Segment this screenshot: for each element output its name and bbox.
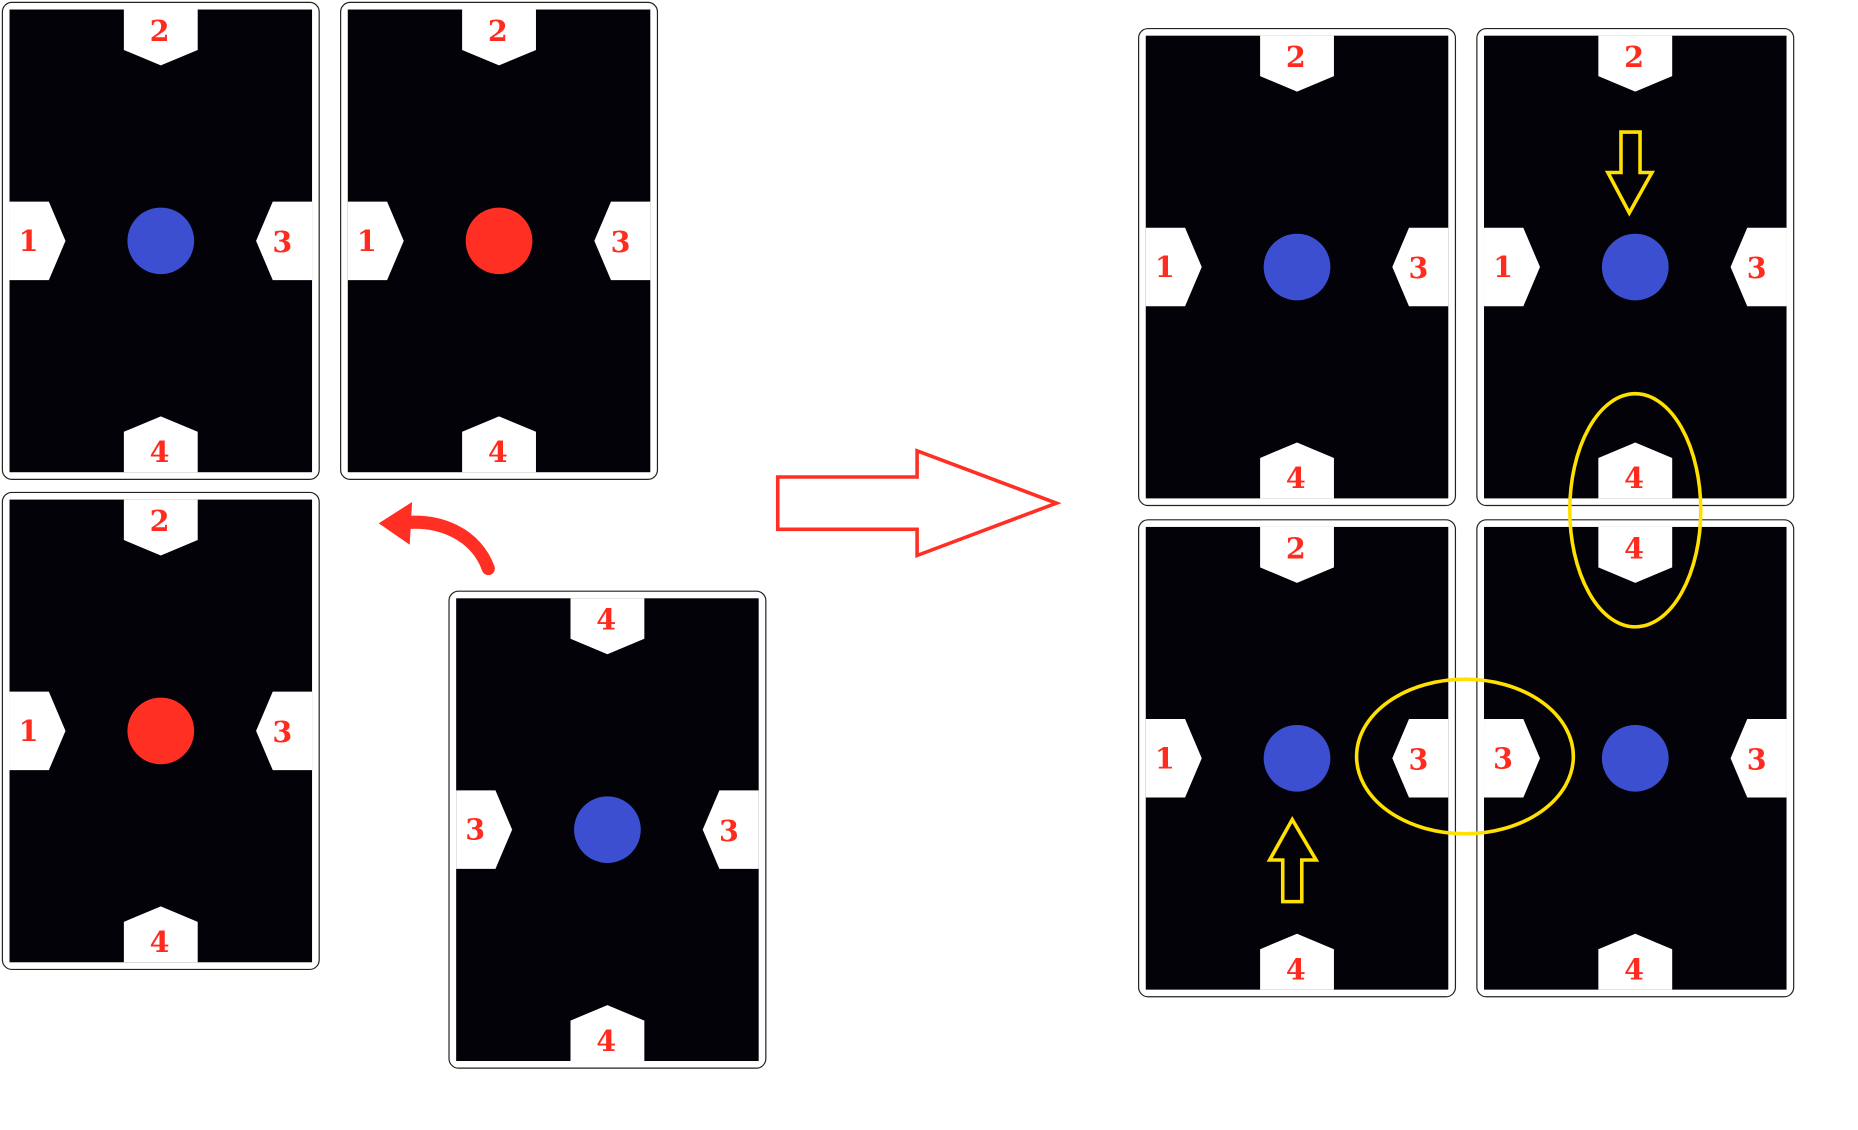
edge-label-top: 2 [488, 14, 508, 48]
notch-bottom [1260, 442, 1334, 499]
edge-label-right: 3 [719, 814, 739, 848]
blue-dot [127, 207, 195, 275]
blue-dot [574, 796, 641, 863]
notch-top [1598, 35, 1673, 92]
down-arrow-highlight [1604, 130, 1655, 217]
tile-R2: 2 1 3 4 [1476, 27, 1795, 507]
edge-label-right: 3 [272, 715, 292, 749]
tile-R1: 2 1 3 4 [1138, 27, 1457, 507]
notch-right [1730, 719, 1787, 798]
edge-label-top: 4 [1624, 531, 1644, 565]
edge-label-left: 1 [357, 224, 377, 258]
notch-right [256, 691, 313, 771]
edge-label-bottom: 4 [1286, 461, 1306, 495]
notch-right [594, 201, 651, 281]
notch-top [462, 9, 536, 66]
blue-dot [1601, 233, 1669, 301]
tile-C: 2 1 3 4 [1, 491, 320, 971]
notch-left [1145, 719, 1202, 798]
up-arrow-highlight [1266, 815, 1320, 904]
edge-label-left: 3 [465, 813, 485, 847]
edge-label-bottom: 4 [1624, 461, 1644, 495]
edge-label-bottom: 4 [596, 1024, 616, 1058]
notch-bottom [1260, 933, 1334, 990]
edge-label-top: 2 [150, 14, 170, 48]
edge-label-left: 1 [1493, 250, 1513, 284]
notch-top [1260, 526, 1334, 583]
edge-label-left: 1 [19, 714, 39, 748]
edge-label-right: 3 [1747, 251, 1767, 285]
curved-move-arrowhead [378, 501, 413, 545]
notch-right [1730, 227, 1787, 307]
tile-B: 2 1 3 4 [340, 1, 659, 480]
notch-left [1484, 719, 1540, 798]
notch-bottom [570, 1005, 645, 1062]
edge-label-bottom: 4 [1286, 952, 1306, 986]
blue-dot [1263, 233, 1331, 301]
notch-left [456, 790, 513, 869]
red-dot [465, 207, 533, 275]
edge-label-left: 1 [1155, 741, 1175, 775]
transform-arrow [775, 448, 1062, 559]
notch-bottom [123, 906, 198, 963]
notch-bottom [1598, 933, 1673, 990]
match-highlight-3-3 [1354, 677, 1576, 836]
edge-label-bottom: 4 [1624, 952, 1644, 986]
edge-label-bottom: 4 [150, 925, 170, 959]
edge-label-bottom: 4 [488, 435, 508, 469]
notch-top [123, 9, 198, 66]
notch-right [1392, 719, 1449, 798]
notch-left [1484, 227, 1540, 307]
notch-bottom [1598, 442, 1673, 499]
edge-label-right: 3 [1409, 742, 1429, 776]
edge-label-right: 3 [272, 225, 292, 259]
notch-right [1392, 227, 1449, 307]
edge-label-left: 1 [1155, 250, 1175, 284]
tile-R4: 4 3 3 4 [1476, 519, 1795, 998]
edge-label-left: 1 [19, 224, 39, 258]
notch-left [1145, 227, 1202, 307]
notch-left [9, 201, 66, 281]
blue-dot [1601, 724, 1669, 792]
notch-left [9, 691, 66, 771]
curved-move-arrow [392, 515, 495, 576]
match-highlight-4-4 [1567, 391, 1703, 629]
notch-top [570, 598, 645, 655]
notch-right [256, 201, 313, 281]
tiles-layer: 2 1 3 4 2 1 3 4 2 1 3 4 4 3 3 4 2 1 3 4 2 1 3 4 2 1 3 4 4 3 3 4 [1, 1, 1795, 1069]
notch-left [347, 201, 404, 281]
tile-A: 2 1 3 4 [1, 1, 320, 480]
edge-label-top: 2 [1286, 531, 1306, 565]
edge-label-top: 4 [596, 603, 616, 637]
edge-label-right: 3 [1409, 251, 1429, 285]
edge-label-top: 2 [1624, 40, 1644, 74]
edge-label-top: 2 [150, 504, 170, 538]
notch-bottom [123, 416, 198, 473]
edge-label-right: 3 [1747, 742, 1767, 776]
edge-label-bottom: 4 [150, 435, 170, 469]
notch-top [1598, 526, 1673, 583]
notch-top [1260, 35, 1334, 92]
notch-top [123, 499, 198, 556]
tile-R3: 2 1 3 4 [1138, 519, 1457, 998]
edge-label-right: 3 [611, 225, 631, 259]
edge-label-top: 2 [1286, 40, 1306, 74]
notch-bottom [462, 416, 536, 473]
tile-D: 4 3 3 4 [448, 590, 767, 1069]
red-dot [127, 697, 195, 765]
notch-right [702, 790, 759, 869]
blue-dot [1263, 724, 1331, 792]
edge-label-left: 3 [1493, 741, 1513, 775]
